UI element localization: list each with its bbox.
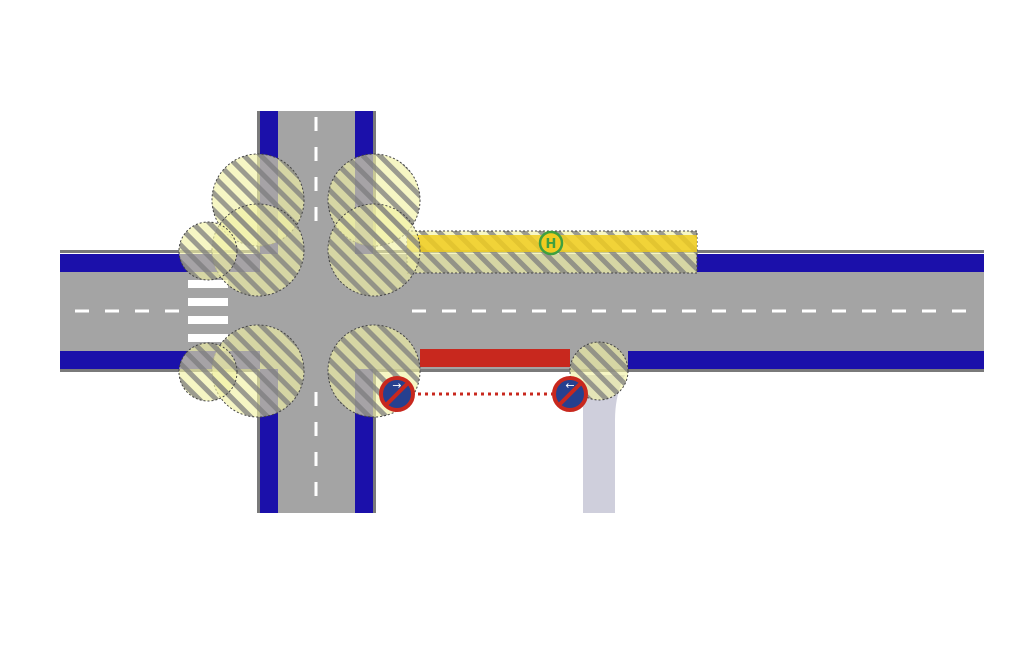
sight-zone-circle: [178, 221, 238, 281]
no-stopping-sign-arrow: →: [392, 379, 401, 392]
no-stopping-sign-arrow: ←: [565, 379, 574, 392]
cross-road-curb-right-bottom: [373, 369, 376, 513]
crosswalk-stripe: [188, 334, 228, 342]
cross-road-curb-left-bottom: [257, 369, 260, 513]
sight-zone-circle: [178, 342, 238, 402]
sidewalk-top-right: [696, 254, 984, 272]
driveway: [583, 375, 625, 513]
no-parking-curb-marking: [420, 349, 570, 367]
sidewalk-bottom-right: [628, 351, 984, 369]
crosswalk-stripe: [188, 316, 228, 324]
bus-stop-sign-label: H: [546, 237, 557, 252]
no-stopping-sign-slash: [557, 381, 583, 407]
bus-stop-icon: [538, 230, 564, 256]
no-stopping-sign-left: →: [379, 376, 415, 412]
sight-zones: [178, 153, 629, 418]
sight-zone-circle: [327, 203, 421, 297]
crosswalk-stripe: [188, 280, 228, 288]
bus-stop-sign: H: [538, 230, 564, 256]
main-road-curb-bottom: [60, 369, 984, 372]
no-stopping-sign-slash: [384, 381, 410, 407]
crosswalk-stripe: [188, 298, 228, 306]
crosswalk: [188, 280, 228, 342]
no-stopping-sign-right: ←: [552, 376, 588, 412]
